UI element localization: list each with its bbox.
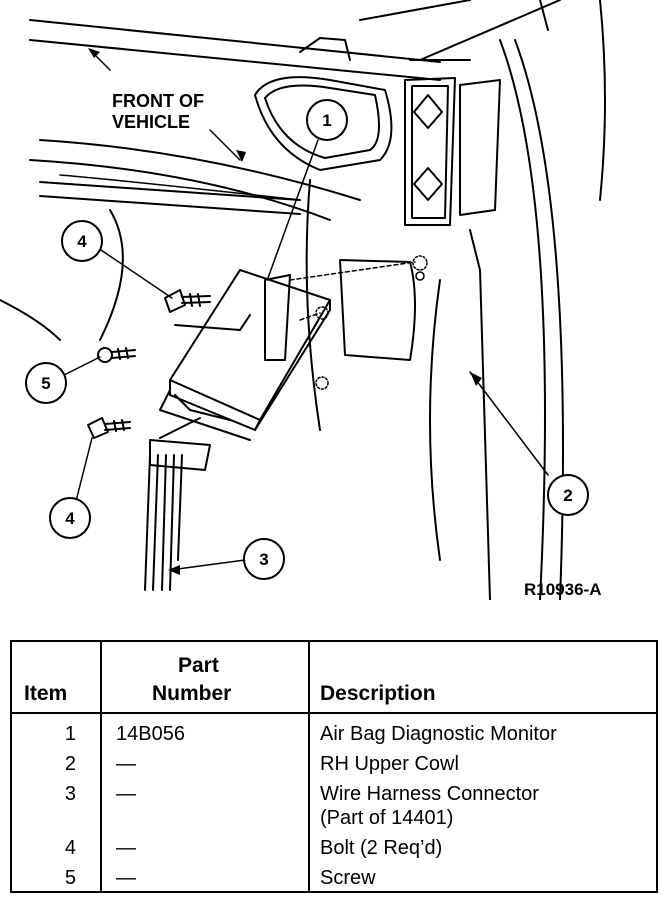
arrowheads bbox=[88, 48, 482, 575]
reference-code: R10936-A bbox=[524, 580, 602, 599]
row-1-part: 14B056 bbox=[116, 723, 185, 745]
row-5-desc: Screw bbox=[320, 867, 376, 889]
wire-harness bbox=[144, 417, 211, 591]
row-1-item: 1 bbox=[64, 723, 76, 745]
row-1-desc: Air Bag Diagnostic Monitor bbox=[320, 723, 557, 745]
callout-circles bbox=[25, 99, 589, 580]
screw bbox=[97, 347, 136, 363]
header-part-line1: Part bbox=[178, 654, 219, 677]
instrument-panel bbox=[0, 139, 361, 431]
row-3-desc: Wire Harness Connector bbox=[320, 783, 539, 805]
header-divider bbox=[12, 712, 656, 714]
front-of-vehicle-label-line1: FRONT OF bbox=[112, 91, 204, 111]
callout-2: 2 bbox=[563, 486, 572, 505]
column-divider-1 bbox=[100, 642, 102, 891]
header-description: Description bbox=[320, 682, 436, 705]
row-5-part: — bbox=[116, 867, 136, 889]
row-5-item: 5 bbox=[64, 867, 76, 889]
bolt-lower bbox=[87, 417, 131, 439]
row-3-desc-cont: (Part of 14401) bbox=[320, 807, 454, 829]
windshield-cowl-lines bbox=[29, 0, 561, 81]
callout-4-upper: 4 bbox=[77, 232, 87, 251]
callout-4-lower: 4 bbox=[65, 509, 75, 528]
row-2-part: — bbox=[116, 753, 136, 775]
row-2-item: 2 bbox=[64, 753, 76, 775]
diagnostic-monitor-module bbox=[159, 269, 331, 441]
fastener-holes bbox=[289, 255, 428, 390]
rh-upper-cowl bbox=[254, 0, 606, 600]
callout-1: 1 bbox=[322, 111, 331, 130]
row-2-desc: RH Upper Cowl bbox=[320, 753, 459, 775]
header-item: Item bbox=[24, 682, 68, 705]
callout-3: 3 bbox=[259, 550, 268, 569]
parts-table: Item Part Number Description 1 14B056 Ai… bbox=[10, 640, 658, 893]
front-of-vehicle-label-line2: VEHICLE bbox=[112, 112, 190, 132]
bolt-upper bbox=[164, 289, 211, 313]
row-4-item: 4 bbox=[64, 837, 76, 859]
column-divider-2 bbox=[308, 642, 310, 891]
exploded-view-illustration: 1 2 3 4 5 4 FRONT OF VEHICLE bbox=[0, 0, 606, 600]
header-part-line2: Number bbox=[152, 682, 232, 705]
row-4-desc: Bolt (2 Req’d) bbox=[320, 837, 443, 859]
row-4-part: — bbox=[116, 837, 136, 859]
row-3-part: — bbox=[116, 783, 136, 805]
row-3-item: 3 bbox=[64, 783, 76, 805]
callout-5: 5 bbox=[41, 374, 50, 393]
